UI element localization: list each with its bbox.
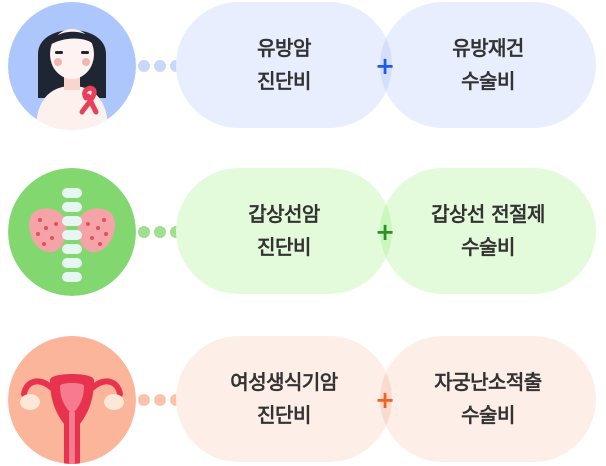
diagnosis-label: 유방암 진단비 xyxy=(176,2,392,128)
diagnosis-pill xyxy=(176,2,392,128)
diagnosis-pill xyxy=(176,336,392,462)
diagnosis-label-line1: 갑상선암 xyxy=(248,202,320,226)
benefit-row-thyroid: 갑상선암 진단비 갑상선 전절제 수술비 + xyxy=(0,166,606,298)
surgery-label-line2: 수술비 xyxy=(461,69,515,93)
surgery-label: 유방재건 수술비 xyxy=(380,2,596,128)
benefit-row-uterus: 여성생식기암 진단비 자궁난소적출 수술비 + xyxy=(0,334,606,466)
diagnosis-label-line2: 진단비 xyxy=(257,235,311,259)
uterus-icon xyxy=(8,336,136,464)
dot xyxy=(138,394,150,406)
dot xyxy=(154,226,166,238)
thyroid-icon xyxy=(8,168,136,296)
dot xyxy=(154,60,166,72)
diagnosis-label: 갑상선암 진단비 xyxy=(176,168,392,294)
diagnosis-label-line1: 유방암 xyxy=(257,36,311,60)
female-cancer-icon-circle xyxy=(8,336,136,464)
plus-icon: + xyxy=(374,386,396,414)
plus-icon: + xyxy=(374,52,396,80)
diagnosis-label-line2: 진단비 xyxy=(257,403,311,427)
dot xyxy=(138,226,150,238)
surgery-label: 갑상선 전절제 수술비 xyxy=(380,168,596,294)
diagnosis-label-line2: 진단비 xyxy=(257,69,311,93)
woman-pink-ribbon-icon xyxy=(8,2,136,130)
surgery-pill xyxy=(380,168,596,294)
dot xyxy=(154,394,166,406)
surgery-label-line1: 자궁난소적출 xyxy=(434,370,542,394)
surgery-label-line1: 유방재건 xyxy=(452,36,524,60)
dot xyxy=(138,60,150,72)
surgery-label-line2: 수술비 xyxy=(461,235,515,259)
diagnosis-label-line1: 여성생식기암 xyxy=(230,370,338,394)
surgery-label-line2: 수술비 xyxy=(461,403,515,427)
breast-cancer-icon-circle xyxy=(8,2,136,130)
surgery-label-line1: 갑상선 전절제 xyxy=(431,202,545,226)
surgery-label: 자궁난소적출 수술비 xyxy=(380,336,596,462)
plus-icon: + xyxy=(374,218,396,246)
benefit-row-breast: 유방암 진단비 유방재건 수술비 + xyxy=(0,0,606,132)
surgery-pill xyxy=(380,336,596,462)
diagnosis-pill xyxy=(176,168,392,294)
surgery-pill xyxy=(380,2,596,128)
thyroid-cancer-icon-circle xyxy=(8,168,136,296)
diagnosis-label: 여성생식기암 진단비 xyxy=(176,336,392,462)
